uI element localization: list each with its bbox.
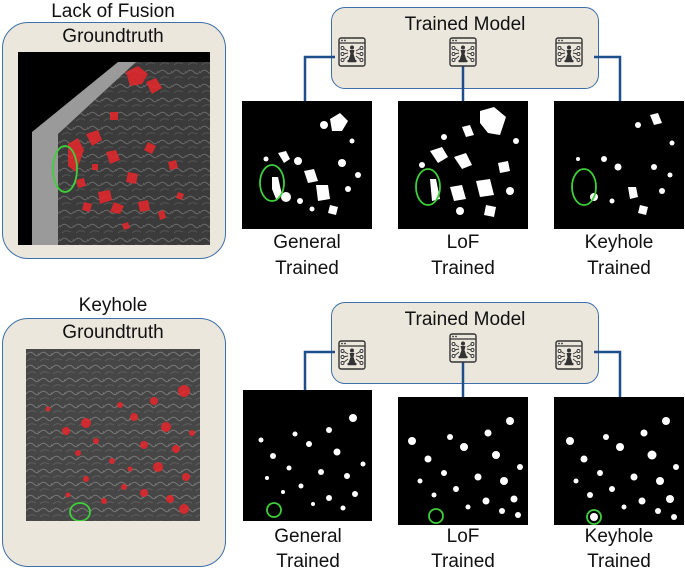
- lof-trained-model-box: Trained Model: [331, 7, 599, 89]
- lof-lof-trained-label-line1: LoF: [446, 232, 480, 253]
- lof-general-trained-label-line2: Trained: [275, 258, 339, 279]
- lof-connectors: [303, 55, 622, 101]
- keyhole-general-trained-output: [243, 390, 372, 521]
- keyhole-general-trained-label-line2: Trained: [276, 551, 340, 572]
- keyhole-lof-trained-output: [398, 397, 528, 525]
- lof-trained-model-title: Trained Model: [404, 14, 526, 35]
- lof-groundtruth-title: Lack of Fusion: [51, 1, 175, 22]
- keyhole-trained-model-box: Trained Model: [331, 302, 599, 384]
- machine-learning-model-icon: [338, 340, 366, 370]
- keyhole-lof-trained-label-line1: LoF: [446, 526, 480, 547]
- keyhole-lof-trained-label-line2: Trained: [431, 551, 495, 572]
- keyhole-groundtruth-micrograph: [26, 349, 200, 521]
- machine-learning-model-icon: [555, 340, 583, 370]
- keyhole-keyhole-trained-label-line2: Trained: [587, 551, 651, 572]
- lof-lof-trained-output: [398, 101, 528, 229]
- lof-general-trained-label-line1: General: [273, 232, 341, 253]
- machine-learning-model-icon: [338, 37, 366, 67]
- keyhole-keyhole-trained-label-line1: Keyhole: [584, 526, 654, 547]
- machine-learning-model-icon: [449, 333, 477, 363]
- lof-groundtruth-micrograph: [18, 52, 210, 245]
- keyhole-groundtruth-subtitle: Groundtruth: [62, 322, 164, 343]
- lof-keyhole-trained-label-line1: Keyhole: [584, 232, 654, 253]
- keyhole-groundtruth-title: Keyhole: [78, 295, 148, 316]
- lof-groundtruth-subtitle: Groundtruth: [62, 26, 164, 47]
- machine-learning-model-icon: [555, 37, 583, 67]
- lof-general-trained-output: [242, 101, 372, 229]
- keyhole-connectors: [303, 350, 622, 398]
- keyhole-general-trained-label-line1: General: [274, 526, 342, 547]
- lof-lof-trained-label-line2: Trained: [431, 258, 495, 279]
- keyhole-trained-model-title: Trained Model: [404, 309, 526, 330]
- lof-keyhole-trained-output: [554, 101, 684, 229]
- keyhole-keyhole-trained-output: [554, 397, 684, 525]
- machine-learning-model-icon: [449, 37, 477, 67]
- lof-keyhole-trained-label-line2: Trained: [587, 258, 651, 279]
